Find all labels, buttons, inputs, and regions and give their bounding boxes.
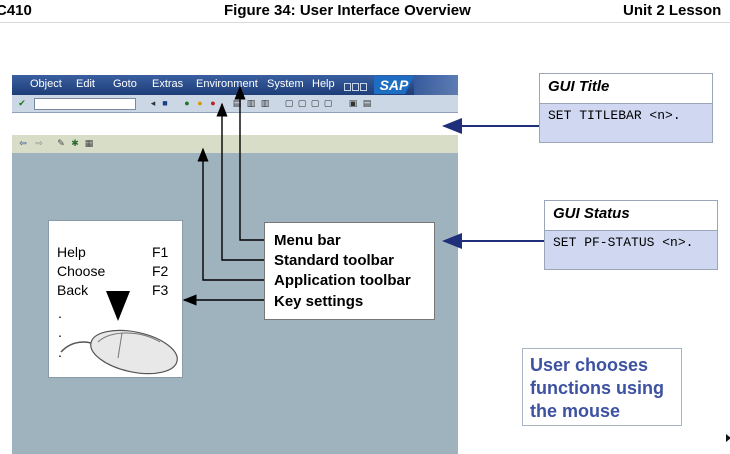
mouse-note-line-2: functions using (530, 378, 664, 398)
gui-status-heading-box: GUI Status (544, 200, 718, 230)
callout-key-settings: Key settings (274, 293, 364, 310)
standard-toolbar-connector (216, 102, 264, 261)
menu-extras[interactable]: Extras (152, 78, 184, 90)
activate-icon[interactable]: ✱ (71, 138, 79, 148)
new-session-icon[interactable]: ▣ (348, 98, 358, 108)
header-unit-label: Unit 2 Lesson (623, 2, 722, 19)
menu-bar: Object Edit Goto Extras Environment Syst… (12, 75, 458, 95)
gui-title-code-box: SET TITLEBAR <n>. (539, 103, 713, 143)
gui-title-heading: GUI Title (548, 78, 610, 95)
menu-help[interactable]: Help (312, 78, 335, 90)
exit-icon[interactable]: ● (197, 98, 203, 108)
figure-title: Figure 34: User Interface Overview (224, 2, 471, 19)
command-field[interactable] (34, 98, 136, 110)
close-window-icon[interactable] (360, 83, 367, 91)
gui-title-heading-box: GUI Title (539, 73, 713, 103)
save-icon[interactable]: ■ (162, 98, 168, 108)
menu-goto[interactable]: Goto (113, 78, 137, 90)
menu-system[interactable]: System (267, 78, 304, 90)
cancel-icon[interactable]: ● (210, 98, 216, 108)
standard-toolbar: ✔ ◂ ■ ● ● ● ▤ ▥ ▥ ▢ ▢ ▢ ▢ ▣ ▤ (12, 95, 458, 113)
mouse-note-box: User chooses functions using the mouse (522, 348, 682, 426)
callout-application-toolbar: Application toolbar (274, 272, 411, 289)
find-icon[interactable]: ▥ (246, 98, 256, 108)
print-icon[interactable]: ▤ (232, 98, 242, 108)
shortcut-icon[interactable]: ▤ (362, 98, 372, 108)
enter-check-icon[interactable]: ✔ (18, 98, 26, 108)
callout-standard-toolbar: Standard toolbar (274, 252, 395, 269)
gui-status-heading: GUI Status (553, 205, 630, 222)
callout-menu-bar: Menu bar (274, 232, 341, 249)
ellipsis-dot: . (58, 344, 62, 360)
sap-logo: SAP (374, 76, 414, 94)
gui-status-code-box: SET PF-STATUS <n>. (544, 230, 718, 270)
gui-status-code: SET PF-STATUS <n>. (553, 235, 694, 250)
gui-title-code: SET TITLEBAR <n>. (548, 108, 681, 123)
first-page-icon[interactable]: ▢ (284, 98, 294, 108)
application-toolbar: ⇦ ⇨ ✎ ✱ ▦ (12, 135, 458, 153)
ellipsis-dot: . (58, 324, 62, 340)
edit-pencil-icon[interactable]: ✎ (57, 138, 65, 148)
last-page-icon[interactable]: ▢ (323, 98, 333, 108)
key-code-f2: F2 (152, 263, 169, 279)
display-object-icon[interactable]: ▦ (84, 138, 94, 148)
mouse-note-line-3: the mouse (530, 401, 621, 421)
key-code-f1: F1 (152, 244, 169, 260)
key-label-choose: Choose (57, 263, 106, 279)
mouse-note-line-1: User chooses (530, 355, 649, 375)
menu-bar-connector (234, 85, 264, 241)
title-bar (12, 113, 458, 135)
menu-edit[interactable]: Edit (76, 78, 95, 90)
back-icon[interactable]: ● (184, 98, 190, 108)
mouse-icon (60, 329, 178, 375)
key-code-f3: F3 (152, 282, 169, 298)
find-next-icon[interactable]: ▥ (260, 98, 270, 108)
window-buttons (344, 78, 370, 91)
ui-elements-callout: Menu bar Standard toolbar Application to… (264, 222, 435, 320)
next-page-icon[interactable]: ▢ (310, 98, 320, 108)
arrow-right-icon[interactable]: ⇨ (35, 138, 43, 148)
header-course-code: C410 (0, 2, 32, 19)
menu-object[interactable]: Object (30, 78, 62, 90)
header-divider (0, 22, 730, 23)
minimize-icon[interactable] (344, 83, 351, 91)
key-label-help: Help (57, 244, 86, 260)
page-corner-marker (726, 434, 730, 442)
key-label-back: Back (57, 282, 89, 298)
triangle-left-icon[interactable]: ◂ (150, 98, 156, 108)
maximize-icon[interactable] (352, 83, 359, 91)
arrow-left-icon[interactable]: ⇦ (19, 138, 27, 148)
ellipsis-dot: . (58, 305, 62, 321)
previous-page-icon[interactable]: ▢ (297, 98, 307, 108)
application-toolbar-connector (197, 147, 264, 281)
